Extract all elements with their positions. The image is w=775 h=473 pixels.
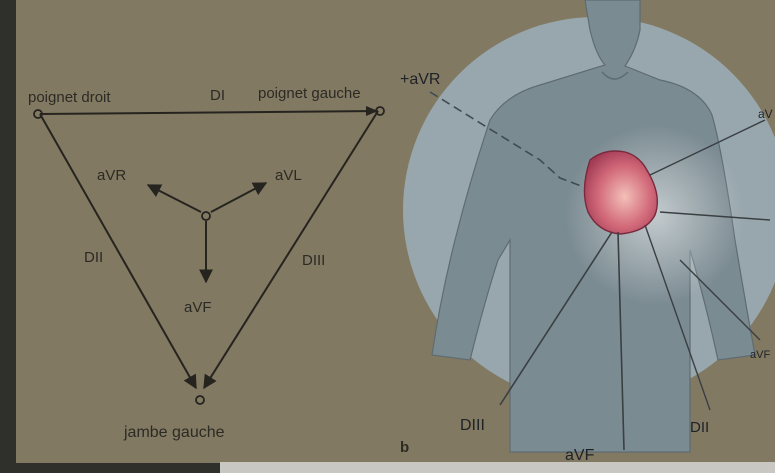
dii-label: DII xyxy=(84,249,103,266)
di-label: DI xyxy=(210,87,225,104)
avl-label: aVL xyxy=(275,167,302,184)
left-wrist-label: poignet gauche xyxy=(258,85,361,102)
diii-label: DIII xyxy=(302,252,325,269)
dii-body-label: DII xyxy=(690,419,709,436)
right-wrist-label: poignet droit xyxy=(28,89,111,106)
avf-body-label: aVF xyxy=(565,447,595,464)
avf-right-partial-label: aVF xyxy=(750,349,770,361)
panel-label: b xyxy=(400,439,409,456)
diii-body-label: DIII xyxy=(460,417,485,434)
avf-label: aVF xyxy=(184,299,212,316)
page-edge xyxy=(220,462,775,473)
left-leg-label: jambe gauche xyxy=(123,424,225,441)
plus-avr-label: +aVR xyxy=(400,71,440,88)
avr-label: aVR xyxy=(97,167,126,184)
avl-partial-label: aV xyxy=(758,107,773,121)
